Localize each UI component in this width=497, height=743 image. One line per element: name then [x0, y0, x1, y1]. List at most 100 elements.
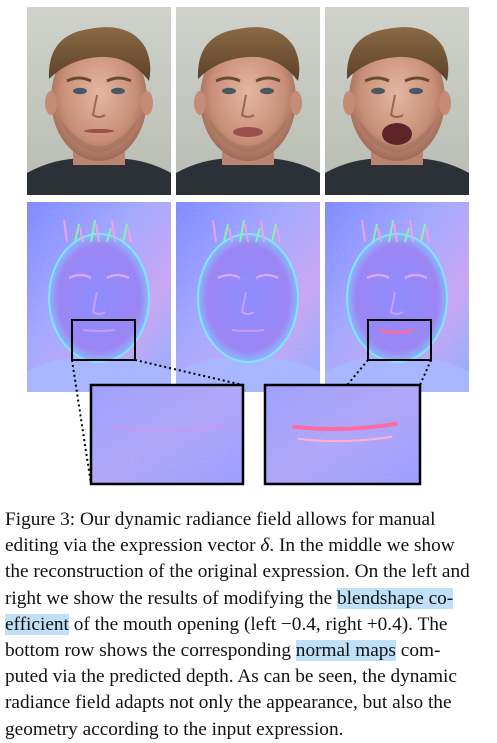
- callout-line: [71, 359, 92, 485]
- hair-spike: [409, 219, 414, 243]
- shirt: [325, 158, 469, 195]
- caption-line-9: geometry according to the input expressi…: [5, 718, 344, 740]
- hair-spike: [63, 219, 68, 243]
- right-eye: [409, 87, 423, 95]
- hair-spike: [127, 227, 132, 243]
- nose: [389, 94, 404, 118]
- hair-spike: [95, 223, 100, 243]
- mouth: [84, 129, 114, 133]
- normal-nose: [389, 291, 404, 315]
- right-ear: [439, 91, 451, 115]
- hair-spike: [361, 219, 366, 243]
- zoom-frame: [89, 383, 245, 486]
- face: [200, 37, 296, 161]
- right-brow: [106, 76, 132, 83]
- photo-panel-2: Middle photo: reconstruction of the orig…: [176, 7, 320, 195]
- highlight-blendshape: blendshape co-: [337, 587, 454, 609]
- photo-panel-1: Left photo: mouth closed (left -0.4): [27, 7, 171, 195]
- shirt: [176, 158, 320, 195]
- normal-shoulders: [27, 357, 171, 392]
- hair-spike: [223, 223, 229, 243]
- hair-spike: [404, 227, 410, 243]
- hair-spike: [244, 223, 249, 243]
- right-ear: [141, 91, 153, 115]
- hair-spike: [260, 219, 265, 243]
- hair-spike: [111, 219, 116, 243]
- right-eye: [260, 87, 274, 95]
- normal-right-brow: [106, 273, 130, 280]
- left-eye: [73, 87, 87, 95]
- mouth: [233, 127, 263, 137]
- left-eye: [222, 87, 236, 95]
- hair-spike: [393, 223, 398, 243]
- hair-spike: [79, 227, 84, 243]
- hair-spike: [255, 227, 261, 243]
- normal-nose: [91, 291, 106, 315]
- normal-mouth: [231, 329, 265, 332]
- highlight-efficient: efficient: [5, 613, 69, 635]
- hair-spike: [239, 219, 245, 243]
- selection-box: [71, 319, 136, 361]
- figure-caption: Figure 3: Our dynamic radiance field all…: [5, 507, 492, 743]
- zoom-noise: [265, 385, 420, 484]
- left-ear: [45, 91, 57, 115]
- beard: [59, 117, 139, 153]
- normal-face: [197, 233, 299, 363]
- hair-spike: [388, 219, 394, 243]
- normal-mouth: [82, 329, 116, 332]
- hair-spike: [90, 219, 96, 243]
- normal-right-brow: [255, 273, 279, 280]
- selection-box: [367, 319, 432, 361]
- zoom-mouth: [292, 421, 398, 431]
- zoom-noise: [91, 385, 243, 484]
- normal-left-brow: [217, 273, 241, 280]
- normal-face: [346, 233, 448, 363]
- caption-line-7: puted via the predicted depth. As can be…: [5, 666, 457, 688]
- nose: [240, 94, 255, 118]
- right-brow: [404, 76, 430, 83]
- normal-left-brow: [366, 273, 390, 280]
- normal-shoulders: [176, 357, 320, 392]
- normal-nose: [240, 291, 255, 315]
- face: [51, 37, 147, 161]
- right-ear: [290, 91, 302, 115]
- highlight-normal-maps: normal maps: [295, 639, 396, 661]
- caption-line-4: right we show the results of modifying t…: [5, 587, 454, 609]
- zoom-callout-1: Zoomed mouth region (left): [71, 319, 245, 486]
- hair-spike: [122, 223, 128, 243]
- left-brow: [364, 76, 390, 83]
- normal-map-panel-2: Middle normal map: [176, 202, 320, 392]
- left-ear: [194, 91, 206, 115]
- beard: [208, 117, 288, 153]
- zoom-row: Zoomed mouth region (left)Zoomed mouth r…: [71, 319, 432, 486]
- left-eye: [371, 87, 385, 95]
- right-brow: [255, 76, 281, 83]
- left-brow: [215, 76, 241, 83]
- hair-spike: [372, 223, 378, 243]
- caption-line-5: efficient of the mouth opening (left −0.…: [5, 613, 448, 635]
- photo-row: Left photo: mouth closed (left -0.4)Midd…: [27, 7, 469, 195]
- mouth: [382, 123, 412, 145]
- caption-line-8: radiance field adapts not only the appea…: [5, 692, 452, 714]
- shirt: [27, 158, 171, 195]
- hair-spike: [228, 227, 233, 243]
- face: [349, 37, 445, 161]
- hair-spike: [377, 227, 382, 243]
- delta-symbol: δ: [260, 535, 270, 557]
- caption-line-3: the reconstruction of the original expre…: [5, 561, 470, 583]
- zoom-callout-2: Zoomed mouth region (right): [263, 319, 432, 486]
- hair-spike: [271, 223, 277, 243]
- zoom-mouth: [111, 423, 223, 433]
- normal-mouth: [380, 328, 414, 334]
- caption-line-2: editing via the expression vector δ. In …: [5, 535, 455, 557]
- zoom-frame: [263, 383, 422, 486]
- normal-map-row: Left normal mapMiddle normal mapRight no…: [27, 202, 469, 392]
- normal-left-brow: [68, 273, 92, 280]
- nose: [91, 94, 106, 118]
- photo-panel-3: Right photo: mouth open (right +0.4): [325, 7, 469, 195]
- caption-line-6: bottom row shows the corresponding norma…: [5, 639, 441, 661]
- zoom-lower-lip: [297, 435, 393, 443]
- right-eye: [111, 87, 125, 95]
- hair: [346, 27, 449, 82]
